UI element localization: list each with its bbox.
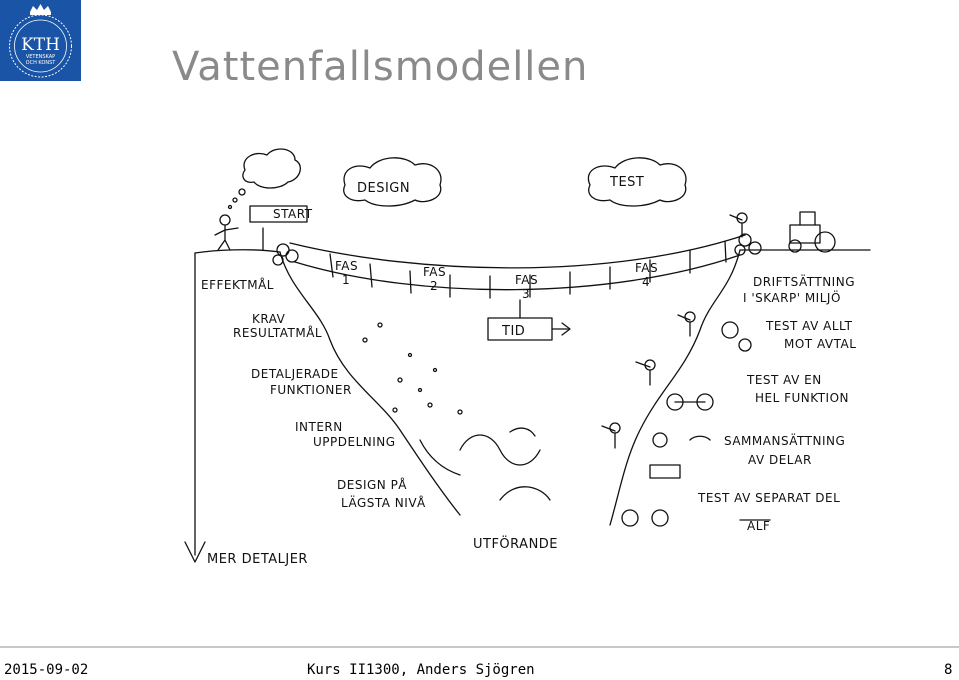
right-label-sammansattning: SAMMANSÄTTNING <box>724 433 845 448</box>
fas1-number: 1 <box>342 273 350 287</box>
left-label-funktioner: FUNKTIONER <box>270 383 352 397</box>
footer-date: 2015-09-02 <box>4 662 89 678</box>
left-label-uppdelning: UPPDELNING <box>313 435 396 449</box>
footer-divider <box>0 646 959 648</box>
logo-line2: OCH KONST <box>26 60 57 66</box>
design-label: DESIGN <box>357 181 410 196</box>
mer-detaljer-label: MER DETALJER <box>207 552 308 567</box>
fas3-number: 3 <box>522 287 530 301</box>
fas2-label: FAS <box>423 265 446 279</box>
right-slope <box>609 249 741 526</box>
test-label: TEST <box>609 175 644 190</box>
slide-title: Vattenfallsmodellen <box>172 44 589 90</box>
waterfall-illustration: START DESIGN TEST FAS 1 FAS 2 FAS 3 FAS … <box>184 148 871 567</box>
right-label-test-av-separat-del: TEST AV SEPARAT DEL <box>697 491 840 505</box>
bridge-bottom <box>294 254 741 291</box>
left-label-intern: INTERN <box>295 420 343 434</box>
left-label-effektmal: EFFEKTMÅL <box>201 277 274 292</box>
right-label-skarp-miljo: I 'SKARP' MILJÖ <box>743 289 841 305</box>
left-label-detaljerade: DETALJERADE <box>251 367 339 381</box>
left-label-lagsta-niva: LÄGSTA NIVÅ <box>341 495 426 510</box>
right-label-test-av-allt: TEST AV ALLT <box>765 319 853 333</box>
logo-name: KTH <box>21 35 60 55</box>
left-label-krav: KRAV <box>252 312 286 326</box>
design-cloud <box>343 157 442 207</box>
logo-line1: VETENSKAP <box>26 54 55 60</box>
kth-logo: KTH VETENSKAP OCH KONST <box>0 0 81 81</box>
tid-label: TID <box>501 324 525 339</box>
left-label-design-pa: DESIGN PÅ <box>337 477 407 492</box>
fas4-number: 4 <box>642 275 650 289</box>
fas1-label: FAS <box>335 259 358 273</box>
kth-logo-image: KTH VETENSKAP OCH KONST <box>9 4 72 78</box>
right-label-test-av-en: TEST AV EN <box>746 373 822 387</box>
right-label-driftsattning: DRIFTSÄTTNING <box>753 274 855 289</box>
left-slope <box>279 251 461 516</box>
footer-page-number: 8 <box>944 662 953 678</box>
left-label-resultatmal: RESULTATMÅL <box>233 325 322 340</box>
start-label: START <box>273 207 313 221</box>
right-label-mot-avtal: MOT AVTAL <box>784 337 856 351</box>
bridge-top <box>289 234 746 269</box>
fas4-label: FAS <box>635 261 658 275</box>
right-label-hel-funktion: HEL FUNKTION <box>755 391 849 405</box>
artist-signature: ALF <box>747 519 770 533</box>
fas3-label: FAS <box>515 273 538 287</box>
test-cloud <box>587 157 687 207</box>
footer-course: Kurs II1300, Anders Sjögren <box>307 662 535 678</box>
right-label-av-delar: AV DELAR <box>748 453 812 467</box>
fas2-number: 2 <box>430 279 438 293</box>
utforande-label: UTFÖRANDE <box>473 535 558 552</box>
detail-arrow-head <box>184 541 206 563</box>
